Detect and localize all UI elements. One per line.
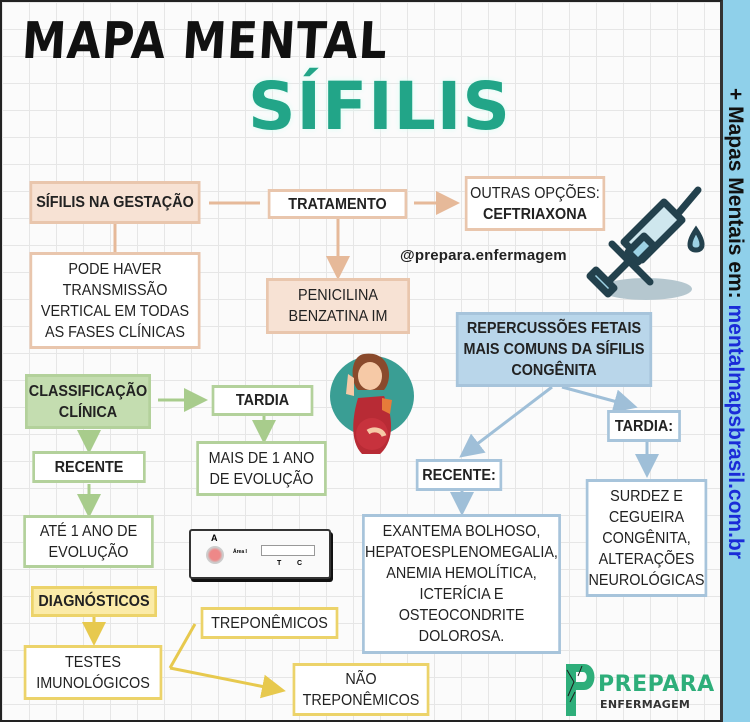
text-line: ATÉ 1 ANO DE: [39, 522, 138, 540]
node-repercussoes-fetais: REPERCUSSÕES FETAIS MAIS COMUNS DA SÍFIL…: [455, 312, 653, 387]
node-outras-opcoes: OUTRAS OPÇÕES: CEFTRIAXONA: [464, 176, 606, 231]
test-label-c: C: [297, 560, 303, 567]
node-label: SÍFILIS NA GESTAÇÃO: [36, 194, 194, 211]
pregnant-woman-illustration: [330, 353, 414, 454]
node-classificacao-clinica: CLASSIFICAÇÃO CLÍNICA: [25, 374, 151, 429]
text-line: OUTRAS OPÇÕES:: [470, 184, 600, 202]
node-recente-detail: ATÉ 1 ANO DE EVOLUÇÃO: [23, 515, 154, 568]
text-line: NEUROLÓGICAS: [588, 571, 705, 589]
text-line: CLASSIFICAÇÃO: [28, 382, 148, 400]
text-line: PODE HAVER: [68, 260, 162, 278]
text-line: PENICILINA: [297, 287, 379, 304]
test-label-area: Área I: [233, 549, 247, 555]
text-line: DE EVOLUÇÃO: [209, 470, 314, 488]
topic-title: SÍFILIS: [248, 68, 511, 145]
mind-map-canvas: MAPA MENTAL SÍFILIS SÍFILIS NA GESTAÇÃO: [0, 0, 722, 722]
node-diagnosticos: DIAGNÓSTICOS: [31, 586, 157, 617]
node-transmissao-vertical: PODE HAVER TRANSMISSÃO VERTICAL EM TODAS…: [29, 252, 201, 349]
promo-text: + Mapas Mentais em: mentalmapsbrasil.com…: [723, 88, 747, 559]
text-line: ANEMIA HEMOLÍTICA,: [386, 565, 537, 582]
node-nao-treponemicos: NÃO TREPONÊMICOS: [292, 663, 430, 716]
text-line: CLÍNICA: [58, 403, 118, 421]
text-line: CONGÊNITA: [511, 362, 597, 379]
promo-sidebar: + Mapas Mentais em: mentalmapsbrasil.com…: [722, 0, 750, 722]
node-repercussoes-tardia-detail: SURDEZ E CEGUEIRA CONGÊNITA, ALTERAÇÕES …: [585, 479, 708, 597]
node-testes-imunologicos: TESTES IMUNOLÓGICOS: [23, 645, 163, 700]
test-label-a: A: [211, 533, 218, 543]
node-tratamento: TRATAMENTO: [267, 189, 408, 219]
text-line: MAIS COMUNS DA SÍFILIS: [463, 341, 645, 358]
rapid-test-kit-illustration: A Área I T C: [189, 529, 331, 579]
node-label: TARDIA:: [614, 417, 674, 435]
logo-p-icon: [566, 664, 595, 716]
text-line: EVOLUÇÃO: [48, 543, 129, 561]
text-line: AS FASES CLÍNICAS: [44, 323, 186, 341]
text-line: VERTICAL EM TODAS: [40, 302, 190, 320]
node-penicilina: PENICILINA BENZATINA IM: [266, 278, 410, 334]
node-label: RECENTE: [54, 458, 124, 476]
node-sifilis-gestacao: SÍFILIS NA GESTAÇÃO: [29, 181, 201, 224]
text-line: TREPONÊMICOS: [302, 691, 420, 709]
node-treponemicos: TREPONÊMICOS: [200, 607, 339, 639]
text-line: OSTEOCONDRITE: [398, 607, 525, 624]
prepara-enfermagem-logo: PREPARA ENFERMAGEM: [564, 662, 714, 718]
node-label: TRATAMENTO: [288, 195, 387, 213]
node-repercussoes-tardia: TARDIA:: [607, 410, 681, 442]
text-line: ICTERÍCIA E: [419, 586, 504, 603]
text-line: TESTES: [64, 653, 121, 671]
text-line: NÃO: [345, 670, 377, 688]
sample-well-icon: [206, 546, 224, 564]
node-label: DIAGNÓSTICOS: [38, 593, 150, 610]
text-line: SURDEZ E: [610, 487, 683, 505]
node-tardia: TARDIA: [211, 385, 314, 416]
text-line: TRANSMISSÃO: [62, 281, 168, 299]
text-line: EXANTEMA BOLHOSO,: [382, 523, 541, 540]
promo-url-link[interactable]: mentalmapsbrasil.com.br: [723, 304, 747, 559]
text-line: HEPATOESPLENOMEGALIA,: [365, 544, 558, 561]
text-line: CEGUEIRA: [608, 508, 685, 526]
node-label: RECENTE:: [422, 466, 496, 484]
text-line: REPERCUSSÕES FETAIS: [466, 320, 642, 337]
text-line: MAIS DE 1 ANO: [208, 449, 315, 467]
logo-brand-text: PREPARA: [598, 672, 715, 697]
node-label: TARDIA: [235, 392, 290, 409]
node-tardia-detail: MAIS DE 1 ANO DE EVOLUÇÃO: [196, 441, 327, 496]
logo-sub-text: ENFERMAGEM: [600, 698, 691, 711]
social-handle: @prepara.enfermagem: [400, 247, 567, 264]
result-window: [261, 545, 315, 556]
text-line: ALTERAÇÕES: [598, 550, 695, 568]
text-line: CONGÊNITA,: [602, 529, 691, 547]
node-repercussoes-recente-detail: EXANTEMA BOLHOSO, HEPATOESPLENOMEGALIA, …: [362, 514, 561, 654]
text-line: DOLOROSA.: [418, 628, 505, 645]
text-line: IMUNOLÓGICOS: [36, 674, 150, 692]
promo-prefix: + Mapas Mentais em:: [723, 88, 747, 305]
node-repercussoes-recente: RECENTE:: [415, 459, 503, 491]
page-title: MAPA MENTAL: [20, 12, 390, 71]
text-line: BENZATINA IM: [288, 308, 388, 325]
test-label-t: T: [277, 560, 282, 567]
node-label: TREPONÊMICOS: [211, 614, 328, 632]
text-line: CEFTRIAXONA: [482, 205, 588, 223]
syringe-icon: [586, 186, 705, 300]
node-recente: RECENTE: [32, 451, 146, 483]
